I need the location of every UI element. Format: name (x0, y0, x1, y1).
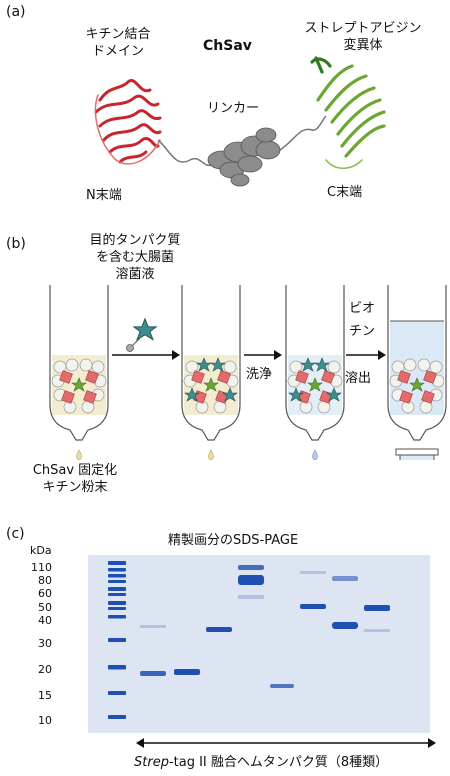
c-terminus-label: C末端 (327, 185, 363, 200)
streptavidin-variant-label: ストレプトアビジン 変異体 (298, 20, 428, 54)
kda-unit: kDa (30, 544, 52, 557)
lysate-line1: 目的タンパク質 (89, 233, 181, 248)
lysate-line2: を含む大腸菌 (95, 250, 174, 265)
target-protein-icon (126, 318, 157, 352)
elution-label: 溶出 (345, 371, 372, 386)
panel-a-label: (a) (6, 4, 26, 20)
purification-workflow-diagram (49, 285, 447, 460)
strep-variant-line1: ストレプトアビジン (304, 21, 422, 36)
marker-60: 60 (38, 587, 52, 600)
chitin-domain-line1: キチン結合 (85, 27, 151, 42)
powder-line2: キチン粉末 (42, 480, 108, 495)
protein-structure-illustration (94, 56, 386, 187)
chitin-binding-domain-ribbon (94, 79, 162, 165)
biotin-line1: ビオ (348, 301, 375, 316)
arrow-1 (112, 350, 180, 360)
chsav-title: ChSav (203, 38, 252, 54)
column-1 (49, 285, 109, 460)
marker-80: 80 (38, 574, 52, 587)
gel-footer: Strep-tag II 融合ヘムタンパク質（8種類） (134, 754, 388, 771)
marker-50: 50 (38, 601, 52, 614)
powder-label: ChSav 固定化 キチン粉末 (20, 462, 130, 496)
lane-span-arrow (136, 738, 436, 748)
gel-footer-italic: Strep (134, 755, 169, 770)
marker-110: 110 (31, 561, 52, 574)
linker-chain-right (279, 115, 327, 151)
linker-chain-left (157, 139, 213, 167)
gel-title: 精製画分のSDS-PAGE (168, 533, 299, 548)
chitin-domain-label: キチン結合 ドメイン (78, 26, 158, 60)
sds-page-gel (88, 555, 430, 733)
powder-line1: ChSav 固定化 (32, 463, 118, 478)
linker-helix (207, 127, 281, 187)
linker-label: リンカー (207, 101, 260, 116)
marker-30: 30 (38, 637, 52, 650)
ladder-lane (108, 561, 126, 719)
marker-10: 10 (38, 714, 52, 727)
panel-c-label: (c) (6, 526, 25, 542)
n-terminus-label: N末端 (86, 188, 122, 203)
marker-15: 15 (38, 689, 52, 702)
column-4 (387, 285, 447, 460)
streptavidin-ribbon (310, 56, 386, 170)
marker-40: 40 (38, 614, 52, 627)
gel-footer-rest: -tag II 融合ヘムタンパク質（8種類） (168, 755, 389, 770)
wash-label: 洗浄 (246, 367, 273, 382)
sample-bands (140, 565, 390, 688)
faint-smears (140, 571, 390, 632)
panel-b-label: (b) (6, 236, 26, 252)
lysate-line3: 溶菌液 (115, 267, 155, 282)
arrow-2 (244, 350, 282, 360)
strep-variant-line2: 変異体 (343, 38, 383, 53)
lysate-label: 目的タンパク質 を含む大腸菌 溶菌液 (80, 232, 190, 283)
column-2 (181, 285, 241, 460)
biotin-label: ビオ チン (344, 300, 380, 340)
column-3 (285, 285, 345, 460)
chitin-domain-line2: ドメイン (91, 44, 144, 59)
arrow-3 (346, 350, 386, 360)
biotin-line2: チン (348, 324, 375, 339)
marker-20: 20 (38, 663, 52, 676)
